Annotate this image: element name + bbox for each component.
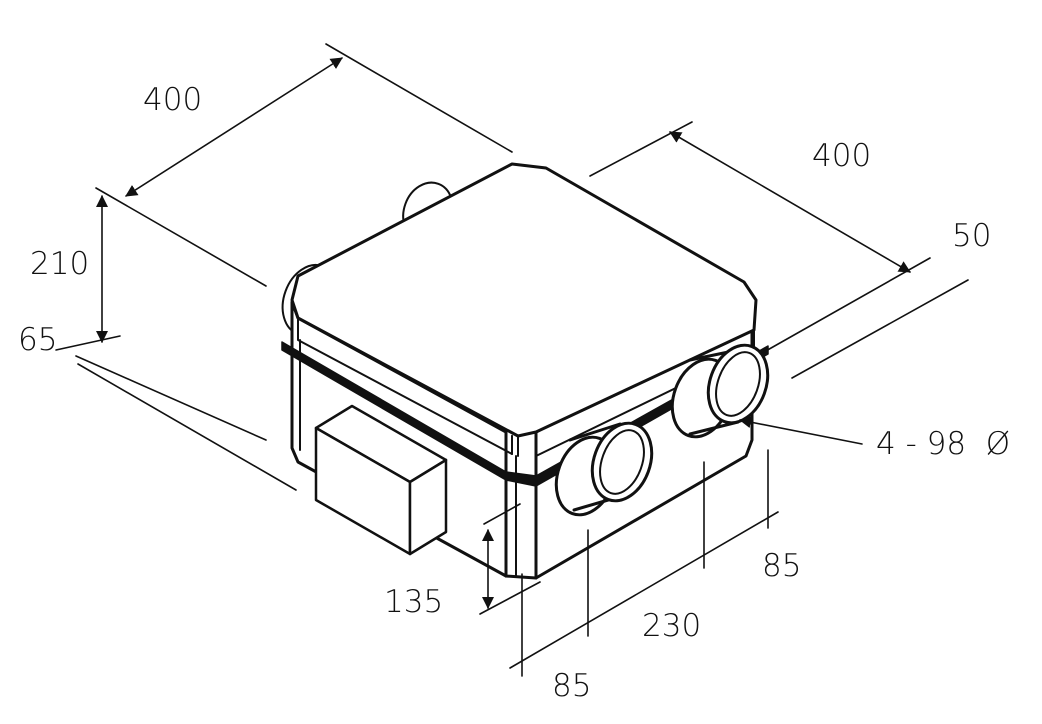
label-flange: 50 <box>952 218 991 254</box>
dim-bottom-chain <box>509 449 779 677</box>
dim-base-offset <box>55 335 297 491</box>
label-spigot-height: 135 <box>384 584 443 620</box>
electrical-box <box>314 404 448 556</box>
dim-top-left <box>95 43 513 287</box>
label-spigot-edge-left: 85 <box>552 668 591 704</box>
front-spigot-left <box>554 421 654 517</box>
dim-spigot-height <box>479 503 541 615</box>
label-top-left-length: 400 <box>143 82 202 118</box>
spigot-leader <box>739 416 863 445</box>
dim-flange <box>791 279 969 379</box>
label-height: 210 <box>30 246 89 282</box>
label-spigot-edge-right: 85 <box>762 548 801 584</box>
label-top-right-length: 400 <box>812 138 871 174</box>
front-spigot-right <box>670 343 770 439</box>
label-spigot-spacing: 230 <box>642 608 701 644</box>
label-spigots: 4 - 98 Ø <box>876 426 1010 462</box>
dim-top-right <box>589 121 931 353</box>
label-base-offset: 65 <box>18 322 57 358</box>
